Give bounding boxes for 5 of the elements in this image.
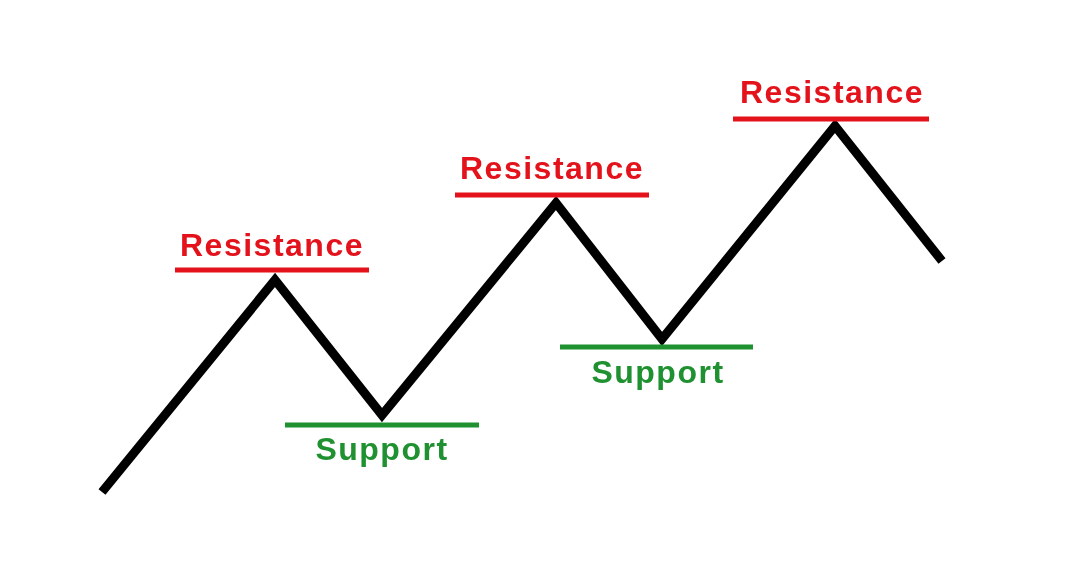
resistance-label: Resistance bbox=[460, 152, 644, 184]
support-label: Support bbox=[591, 356, 725, 388]
resistance-label: Resistance bbox=[740, 76, 924, 108]
support-label: Support bbox=[315, 433, 449, 465]
resistance-label: Resistance bbox=[180, 229, 364, 261]
